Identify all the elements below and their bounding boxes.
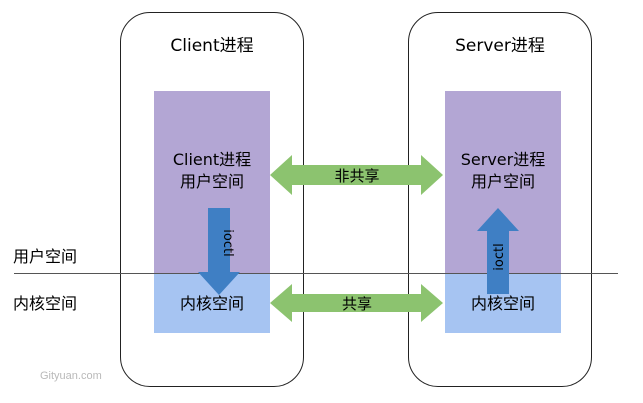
client-user-space-text: Client进程 用户空间 [154, 149, 270, 193]
client-user-line2: 用户空间 [179, 172, 244, 191]
server-ioctl-label: ioctl [492, 243, 507, 270]
server-process-box: Server进程 [408, 12, 592, 387]
client-ioctl-down-arrow [198, 208, 240, 295]
user-kernel-divider [14, 273, 618, 274]
server-ioctl-up-arrow [477, 208, 519, 294]
client-process-title: Client进程 [170, 36, 254, 56]
kernel-space-side-label: 内核空间 [13, 294, 78, 313]
watermark: Gityuan.com [40, 370, 102, 382]
server-user-line2: 用户空间 [470, 172, 535, 191]
shared-label: 共享 [342, 295, 372, 313]
user-space-side-label: 用户空间 [13, 247, 78, 266]
server-kernel-space-text: 内核空间 [470, 294, 535, 313]
server-user-space-text: Server进程 用户空间 [445, 149, 561, 193]
non-shared-double-arrow [270, 155, 443, 195]
client-kernel-space-text: 内核空间 [179, 294, 244, 313]
client-user-line1: Client进程 [172, 150, 252, 169]
server-process-title: Server进程 [455, 36, 545, 56]
client-ioctl-label: ioctl [220, 229, 235, 256]
non-shared-label: 非共享 [334, 167, 379, 185]
shared-double-arrow [270, 284, 443, 322]
client-process-box: Client进程 [120, 12, 304, 387]
server-user-line1: Server进程 [460, 150, 546, 169]
